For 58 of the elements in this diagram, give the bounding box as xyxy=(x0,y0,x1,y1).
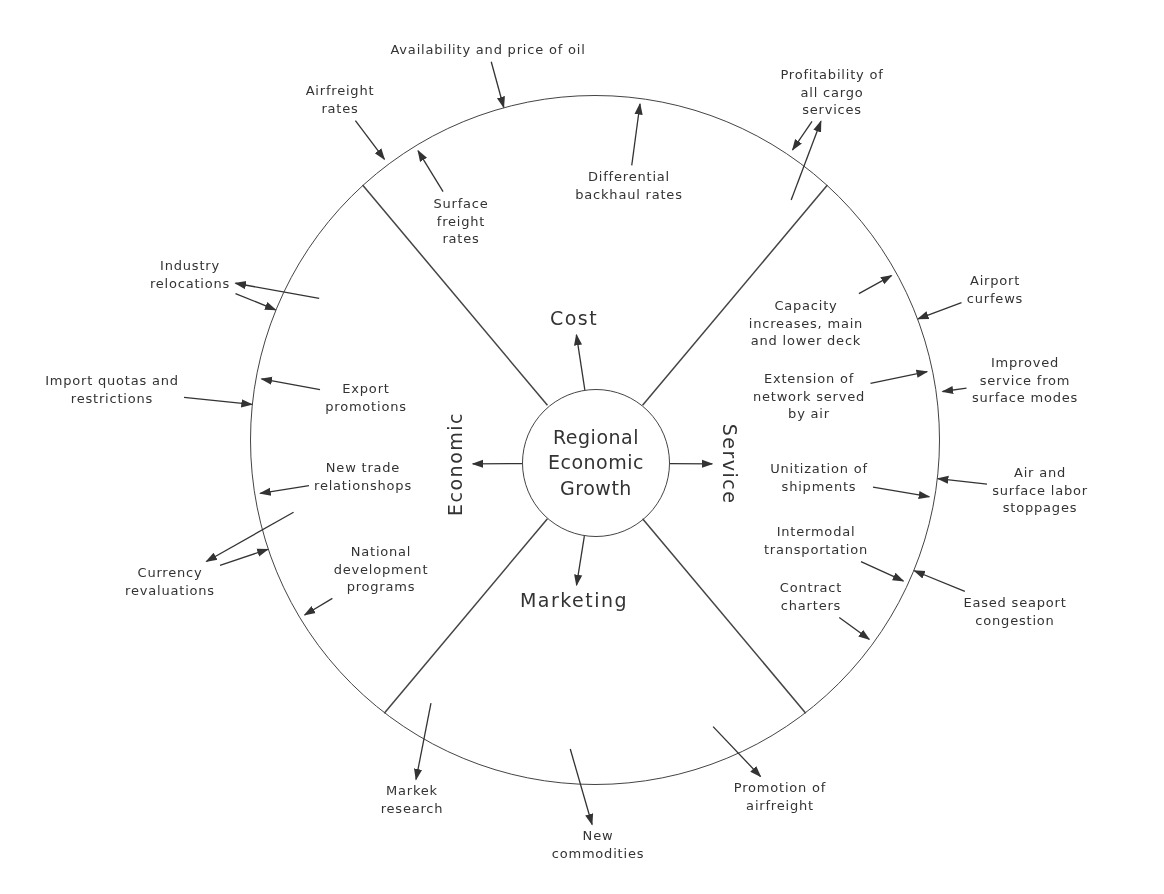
factor-label: Currency revaluations xyxy=(124,564,216,600)
arrow xyxy=(234,292,277,311)
factor-label: Unitization of shipments xyxy=(769,460,869,496)
factor-label: Markek research xyxy=(379,782,445,818)
arrow xyxy=(219,548,269,566)
sector-label: Economic xyxy=(443,412,469,516)
arrow xyxy=(790,120,822,201)
arrow xyxy=(205,511,295,563)
arrow xyxy=(858,274,893,295)
arrow xyxy=(913,570,966,593)
arrow xyxy=(916,301,963,320)
factor-label: Differential backhaul rates xyxy=(574,168,684,204)
arrow xyxy=(860,560,905,582)
arrow xyxy=(183,396,253,408)
sector-label: Cost xyxy=(548,306,600,332)
arrow xyxy=(234,281,320,300)
factor-label: Profitability of all cargo services xyxy=(779,65,885,119)
arrow xyxy=(471,459,523,468)
factor-label: New trade relationshops xyxy=(313,459,413,495)
arrow xyxy=(354,119,386,161)
factor-label: Contract charters xyxy=(778,579,844,615)
arrow xyxy=(838,616,871,640)
factor-label: Extension of network served by air xyxy=(751,369,867,423)
arrow xyxy=(259,484,310,496)
arrow xyxy=(941,386,968,395)
factor-label: Surface freight rates xyxy=(432,194,490,248)
arrow xyxy=(791,120,813,151)
arrow xyxy=(872,486,931,499)
arrow xyxy=(869,369,929,384)
factor-label: Improved service from surface modes xyxy=(970,353,1080,407)
factor-label: Airport curfews xyxy=(965,272,1025,308)
arrow xyxy=(417,149,444,193)
factor-label: National development programs xyxy=(332,542,430,596)
sector-label: Marketing xyxy=(518,588,630,614)
arrow xyxy=(631,102,643,167)
factor-label: Air and surface labor stoppages xyxy=(991,463,1089,517)
arrow xyxy=(712,725,762,778)
factor-label: Eased seaport congestion xyxy=(962,594,1068,630)
arrow xyxy=(414,702,432,781)
arrow xyxy=(260,376,321,391)
arrow xyxy=(569,748,594,826)
factor-label: Import quotas and restrictions xyxy=(44,372,180,408)
factor-label: Promotion of airfreight xyxy=(732,779,828,815)
arrow xyxy=(936,475,988,485)
factor-label: New commodities xyxy=(550,827,646,863)
factor-label: Availability and price of oil xyxy=(389,41,587,59)
factor-label: Intermodal transportation xyxy=(762,523,870,559)
factor-label: Capacity increases, main and lower deck xyxy=(747,296,865,350)
center-label: Regional Economic Growth xyxy=(547,424,645,501)
arrow xyxy=(573,333,586,391)
sector-label: Service xyxy=(716,423,742,505)
arrow xyxy=(669,459,714,468)
arrow xyxy=(490,61,505,109)
arrow xyxy=(303,597,333,616)
factor-label: Airfreight rates xyxy=(304,82,376,118)
factor-label: Industry relocations xyxy=(148,257,232,293)
factor-label: Export promotions xyxy=(324,380,408,416)
arrow xyxy=(574,535,585,587)
